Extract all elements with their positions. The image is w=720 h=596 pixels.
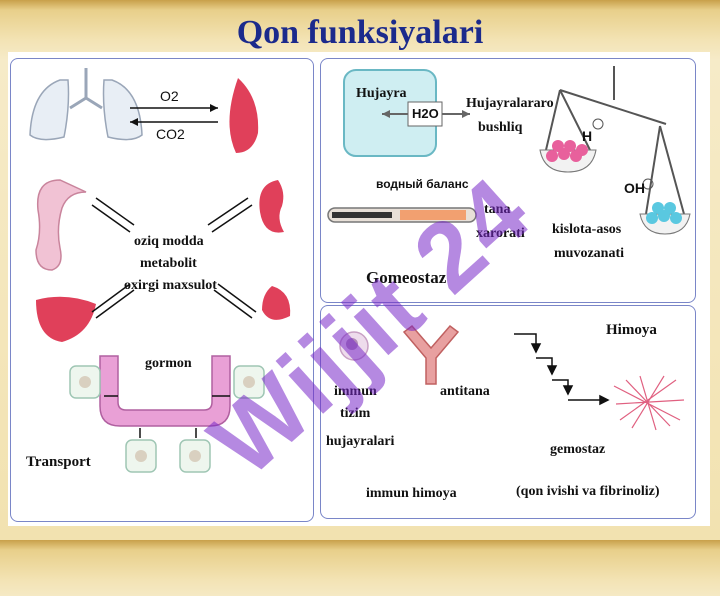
hemostasis-cascade — [514, 333, 610, 406]
blood-vessel — [99, 355, 231, 427]
intercellular-label-1: Hujayralararo — [466, 96, 554, 111]
balance-scale-icon — [545, 66, 685, 215]
defense-panel — [320, 305, 696, 519]
defense-graphics — [339, 324, 685, 431]
liver-icon — [36, 296, 96, 342]
o2-label: O2 — [160, 88, 179, 104]
gland-icon — [262, 286, 291, 320]
water-box — [407, 101, 443, 127]
hormone-label: gormon — [145, 356, 192, 371]
transport-caption: Transport — [26, 454, 91, 470]
immune-label-1: immun — [334, 384, 377, 399]
water-balance-label: водный баланс — [376, 177, 469, 191]
kidney-icon — [259, 180, 284, 233]
antibody-icon — [402, 324, 460, 385]
body-temp-label-1: tana — [484, 202, 511, 217]
cell-label: Hujayra — [356, 86, 407, 101]
co2-label: CO2 — [156, 126, 185, 142]
body-temp-label-2: xarorati — [476, 226, 525, 241]
hemostasis-label: gemostaz — [550, 442, 606, 457]
oh-ion-label: OH — [624, 180, 645, 196]
fibrin-mesh-icon — [613, 375, 685, 431]
acid-base-label-2: muvozanati — [554, 246, 624, 261]
immune-label-3: hujayralari — [326, 434, 395, 449]
page-title: Qon funksiyalari — [236, 14, 484, 51]
immune-defense-label: immun himoya — [366, 486, 457, 501]
antibody-label: antitana — [440, 384, 490, 399]
water-label: H2O — [412, 106, 439, 121]
intercellular-label-2: bushliq — [478, 120, 523, 135]
lungs-icon — [29, 68, 143, 141]
h-ion-label: H — [582, 128, 593, 144]
nutrients-label: oziq modda — [134, 234, 204, 249]
end-product-label: oxirgi maxsulot — [124, 278, 217, 293]
muscle-icon — [229, 78, 259, 153]
transport-graphics — [29, 68, 291, 473]
coagulation-label: (qon ivishi va fibrinoliz) — [516, 484, 660, 499]
homeostasis-graphics — [327, 66, 691, 235]
homeostasis-caption: Gomeostaz — [366, 268, 447, 287]
acid-base-label-1: kislota-asos — [552, 222, 622, 237]
metabolite-label: metabolit — [140, 256, 197, 271]
defense-caption: Himoya — [606, 322, 657, 338]
intestine-icon — [35, 179, 87, 271]
immune-label-2: tizim — [340, 406, 371, 421]
